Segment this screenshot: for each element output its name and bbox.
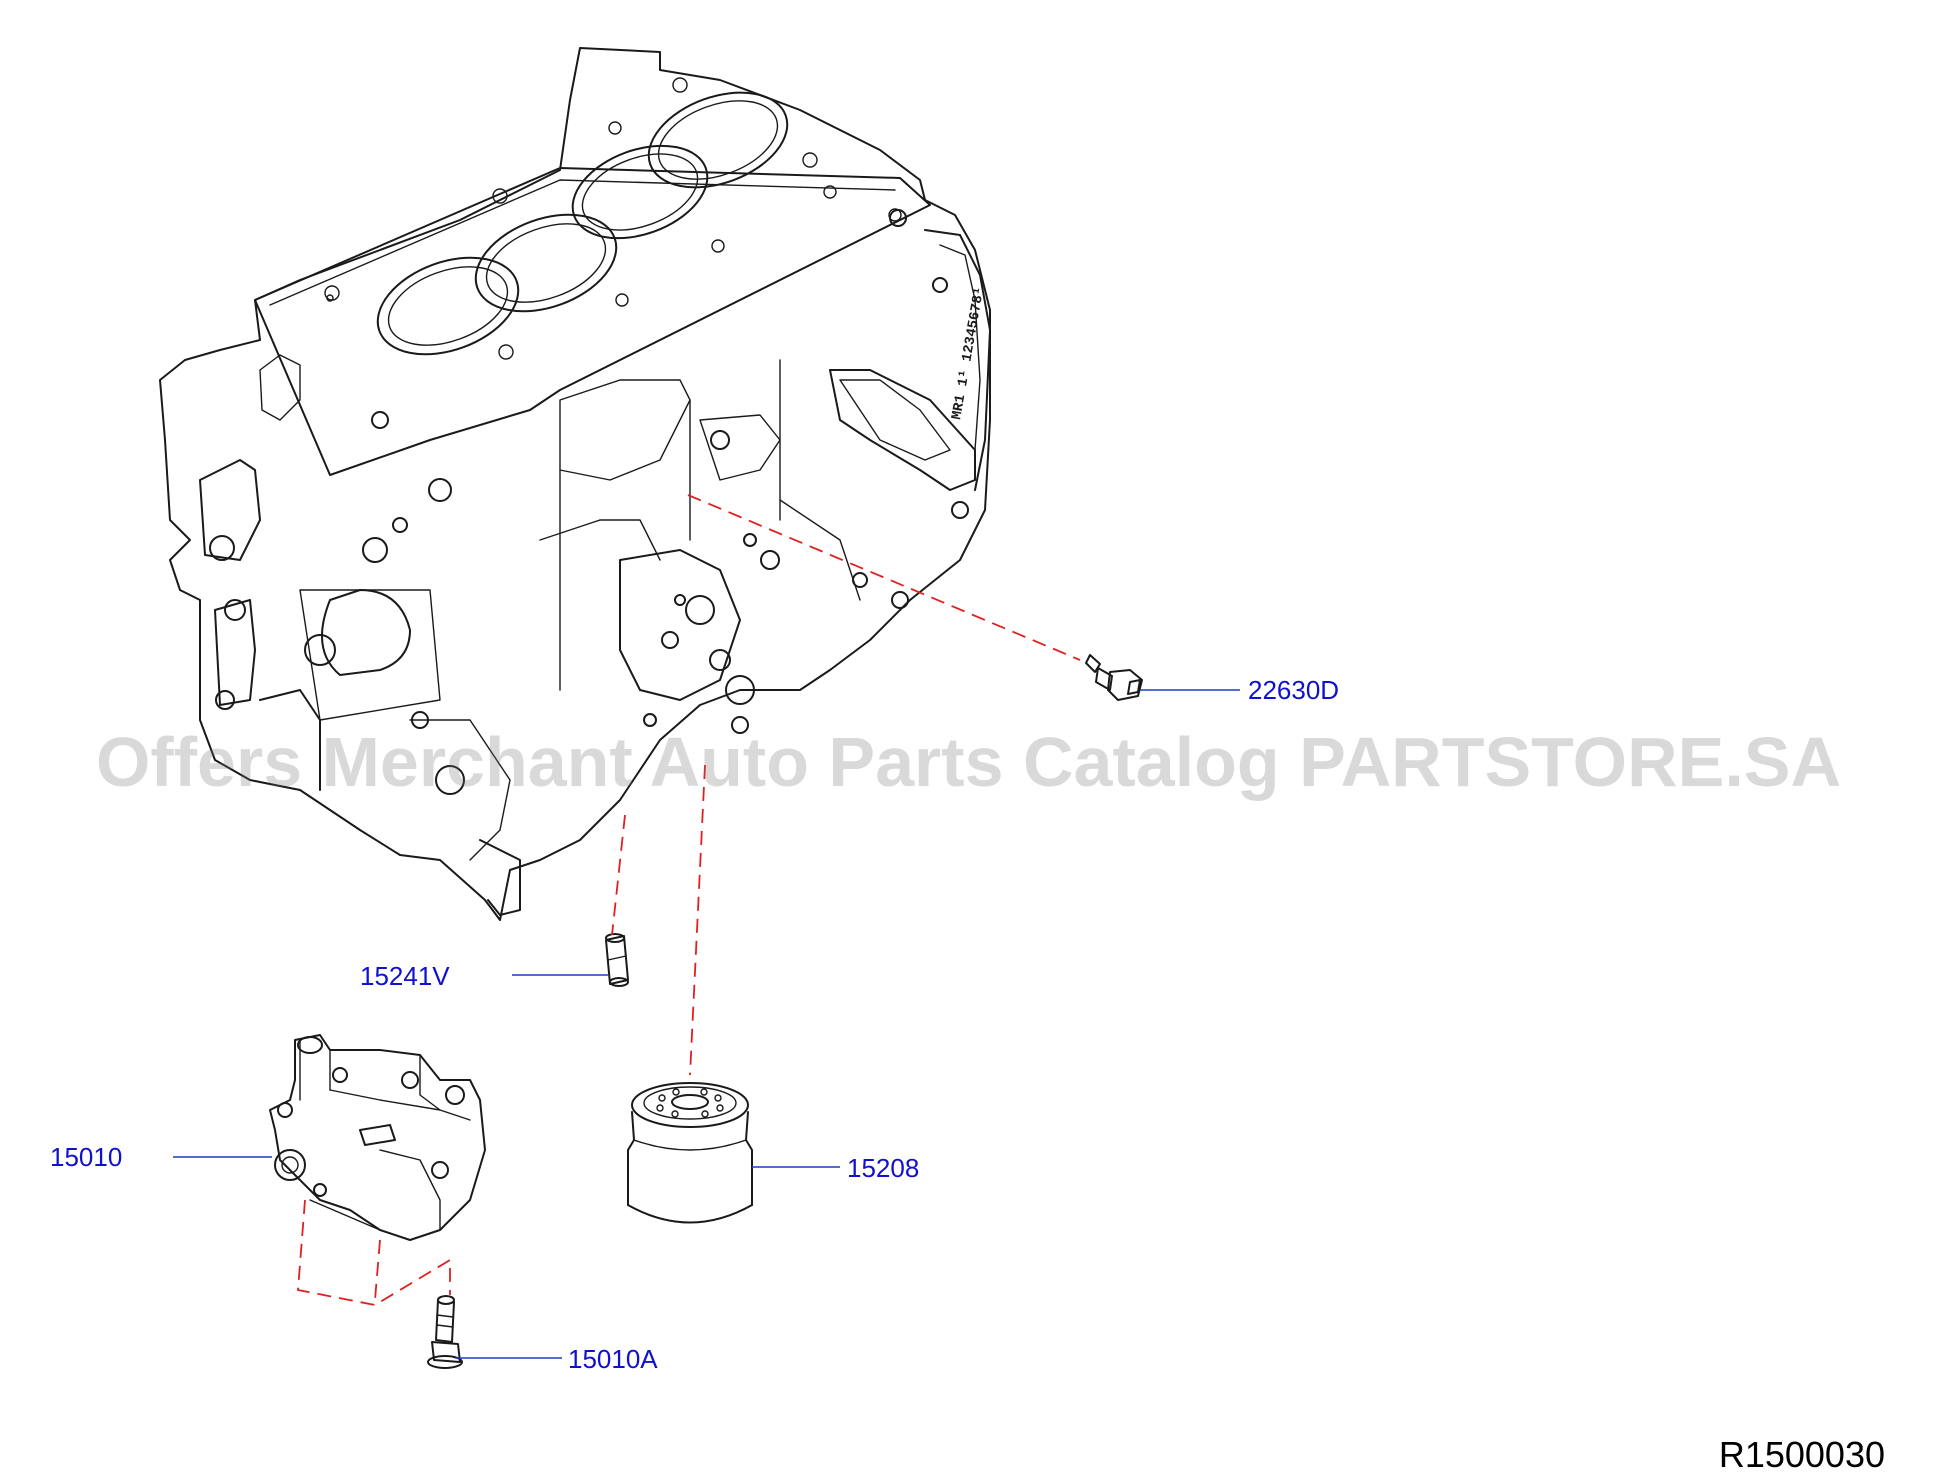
sensor-22630D: [1085, 654, 1143, 701]
oil-pump-15010: [269, 1034, 486, 1241]
block-marking: MR1 1¹ 12345678¹: [949, 286, 988, 421]
part-label-15010[interactable]: 15010: [50, 1142, 123, 1172]
oil-filter-15208: [627, 1082, 753, 1224]
engine-block: [159, 47, 991, 921]
part-label-22630D[interactable]: 22630D: [1248, 675, 1340, 705]
part-label-15010A[interactable]: 15010A: [568, 1344, 658, 1374]
sleeve-15241V: [605, 933, 629, 987]
diagram-code: R1500030: [1718, 1434, 1885, 1475]
leader-lines: [173, 689, 1240, 1359]
part-label-15241V[interactable]: 15241V: [360, 961, 450, 991]
cylinder-bores: [376, 91, 789, 356]
watermark: Offers Merchant Auto Parts Catalog PARTS…: [95, 723, 1842, 801]
assembly-guide-lines: [297, 494, 1081, 1306]
part-label-15208[interactable]: 15208: [847, 1153, 920, 1183]
bolt-15010A: [427, 1295, 463, 1369]
